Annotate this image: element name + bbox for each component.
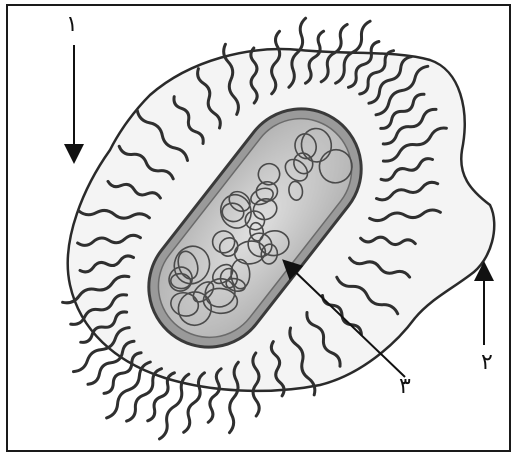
label-3: ٣: [399, 376, 411, 398]
label-2: ٢: [481, 352, 493, 374]
pilus: [127, 369, 162, 421]
label-1: ١: [66, 14, 78, 36]
